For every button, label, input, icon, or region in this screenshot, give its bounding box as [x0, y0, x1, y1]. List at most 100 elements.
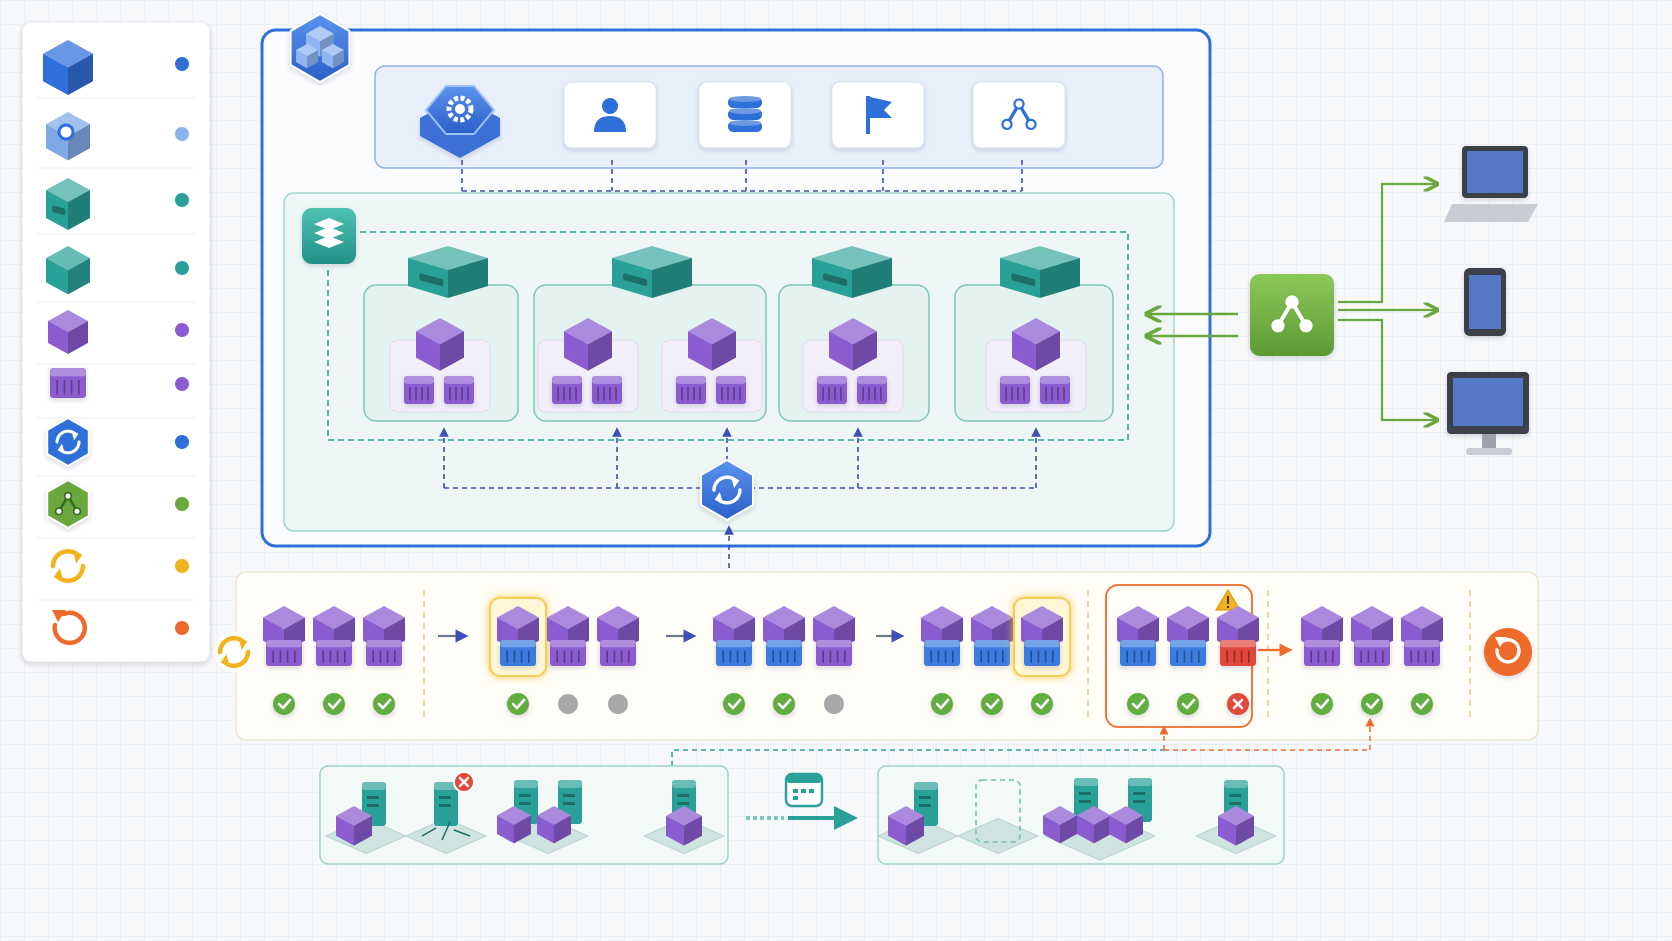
node-group-failed-node[interactable] [404, 771, 488, 855]
legend-color-dot [175, 323, 189, 337]
migration-link [671, 749, 1164, 766]
container-icon [676, 376, 706, 404]
user-auth-icon[interactable] [563, 81, 657, 149]
cluster-badge-icon [289, 12, 351, 84]
legend-color-dot [175, 497, 189, 511]
node-failed-icon [453, 771, 475, 793]
worker-node[interactable] [533, 246, 767, 422]
legend-row[interactable] [36, 178, 196, 235]
pod-old-version [1351, 606, 1393, 666]
container-icon [716, 640, 752, 666]
legend-row[interactable] [36, 549, 196, 601]
laptop-icon[interactable] [1444, 146, 1538, 222]
worker-node[interactable] [778, 246, 930, 422]
legend-row[interactable] [36, 246, 196, 303]
container-icon [1000, 376, 1030, 404]
legend-color-dot [175, 559, 189, 573]
rollback-button[interactable] [1484, 628, 1532, 676]
container-icon [50, 368, 86, 398]
sync-arrows-icon [55, 429, 81, 455]
scheduler-flag-icon[interactable] [831, 81, 925, 149]
rollback-icon [52, 610, 87, 646]
cube [48, 310, 88, 354]
legend-row[interactable] [52, 610, 189, 646]
legend-color-dot [175, 377, 189, 391]
worker-node[interactable] [954, 246, 1114, 422]
legend-row[interactable] [36, 368, 196, 419]
node-group-single[interactable] [1194, 780, 1278, 855]
route-to-desktop [1338, 318, 1436, 420]
tablet-icon[interactable] [1464, 268, 1506, 336]
rolling-update-icon[interactable] [214, 632, 254, 672]
pod-old-version [1401, 606, 1443, 666]
status-pending-icon [558, 694, 578, 714]
legend-row[interactable] [36, 478, 196, 539]
status-ok-icon [373, 693, 395, 715]
rollout-stage[interactable] [1117, 606, 1259, 715]
cluster-cube-icon [43, 40, 93, 95]
pod-updating [489, 597, 547, 677]
node-group-stack[interactable] [876, 782, 960, 855]
rollout-stage[interactable] [713, 606, 855, 715]
controller-network-icon[interactable] [972, 81, 1066, 149]
pod-updating [1013, 597, 1071, 677]
status-ok-icon [1177, 693, 1199, 715]
before-panel [319, 765, 729, 865]
pod-cube-icon [537, 806, 571, 844]
status-ok-icon [273, 693, 295, 715]
container-icon [592, 376, 622, 404]
control-plane [374, 65, 1164, 169]
pod-cube-icon [921, 606, 963, 653]
node-group-stack[interactable] [324, 782, 408, 855]
pod-cube-icon [1109, 806, 1143, 844]
container-icon [1170, 640, 1206, 666]
service-network-icon[interactable] [1250, 274, 1334, 356]
container-icon [716, 376, 746, 404]
legend-color-dot [175, 261, 189, 275]
legend-row[interactable] [36, 416, 196, 477]
pod-old-version [313, 606, 355, 666]
sync-controller-icon [46, 416, 90, 468]
pod-cube-icon [1012, 318, 1060, 371]
legend-row[interactable] [36, 112, 196, 169]
pod-old-version [363, 606, 405, 666]
cube [46, 246, 90, 295]
pod [537, 318, 639, 413]
node-group-pair[interactable] [497, 780, 590, 855]
cluster-frame [260, 12, 1212, 568]
sync-arrows-icon [217, 635, 251, 669]
worker-node-server-icon [408, 246, 488, 298]
desktop-monitor-icon[interactable] [1447, 372, 1529, 455]
rollout-stage[interactable] [489, 597, 639, 715]
rolling-update-panel [214, 571, 1539, 751]
pod-cube-icon [1043, 806, 1077, 844]
sync-arrows-icon [712, 475, 742, 505]
container-icon [444, 376, 474, 404]
node-group-triple[interactable] [1043, 778, 1157, 861]
pod-new-version [763, 606, 805, 666]
container-icon [266, 640, 302, 666]
etcd-database-icon[interactable] [698, 81, 792, 149]
pod-cube-icon [48, 310, 88, 354]
node-group-single[interactable] [642, 780, 726, 855]
rollout-stage[interactable] [921, 597, 1071, 715]
node-group-empty-slot[interactable] [956, 779, 1040, 855]
cube [43, 40, 93, 95]
api-server-gear-icon[interactable] [420, 85, 500, 158]
network-nodes-icon [1001, 98, 1037, 131]
status-ok-icon [1311, 693, 1333, 715]
worker-node[interactable] [363, 246, 519, 422]
pod-new-version [971, 606, 1013, 666]
control-plane-gear-icon [46, 112, 90, 161]
rollout-stage[interactable] [263, 606, 405, 715]
legend-row[interactable] [36, 40, 196, 99]
sync-controller[interactable] [439, 427, 1041, 522]
pod-cube-icon [1218, 806, 1254, 846]
rollout-stage[interactable] [1301, 606, 1443, 715]
pod-cube-icon [497, 806, 531, 844]
status-failed-icon [1227, 693, 1249, 715]
container-icon [366, 640, 402, 666]
legend-row[interactable] [36, 310, 196, 365]
pod-old-version [813, 606, 855, 666]
